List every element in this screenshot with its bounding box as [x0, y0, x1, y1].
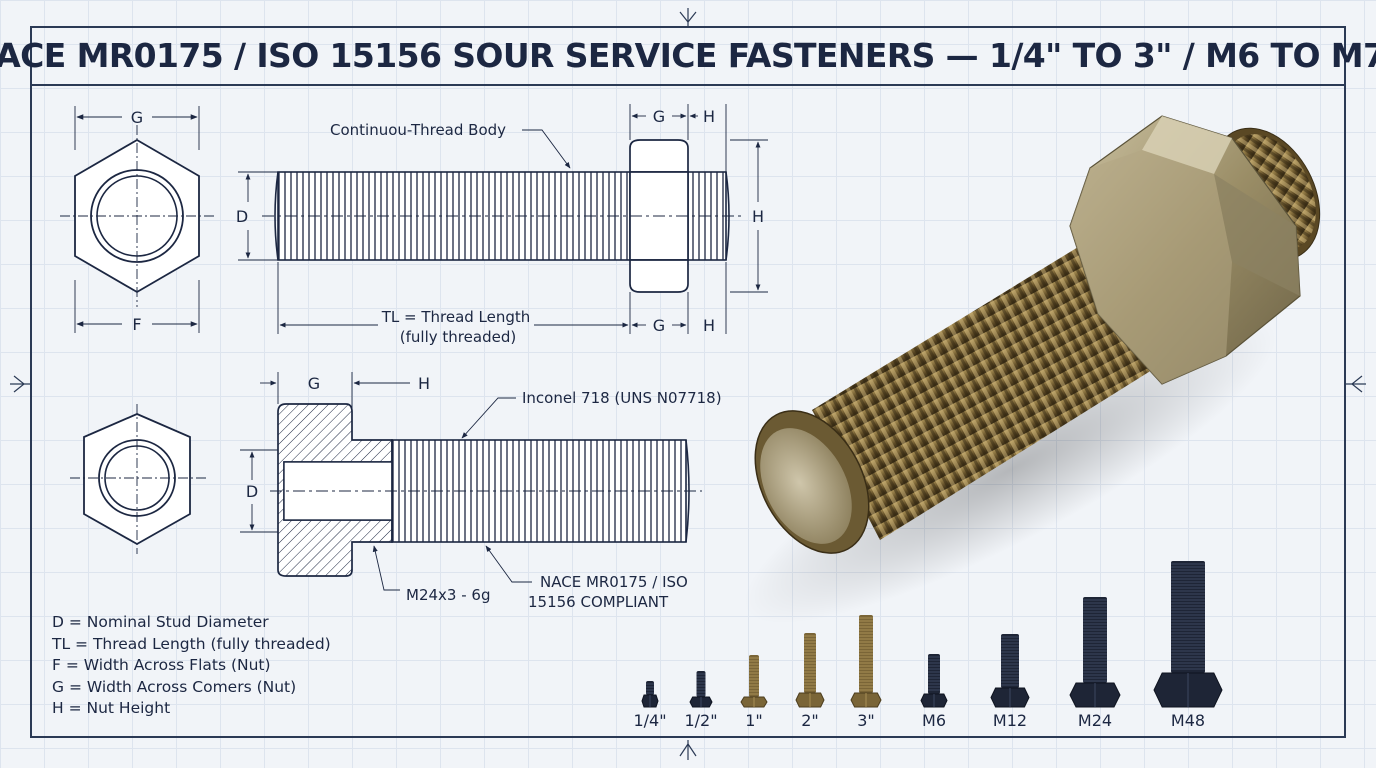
legend-item: TL = Thread Length (fully threaded): [52, 634, 331, 653]
dim-g-bottom-label: G: [653, 316, 665, 335]
title-block: NACE MR0175 / ISO 15156 SOUR SERVICE FAS…: [0, 26, 1376, 86]
size-label: M12: [992, 711, 1028, 730]
drawing-frame: [30, 26, 1346, 738]
dim-h-right-label: H: [752, 207, 764, 226]
size-fastener-4: [850, 615, 882, 708]
size-fastener-8: [1153, 561, 1223, 708]
fastener-shank: [1083, 597, 1107, 683]
size-label: M48: [1170, 711, 1206, 730]
section-dim-h-label: H: [418, 374, 430, 393]
callout-compliance-line2: 15156 COMPLIANT: [528, 593, 669, 611]
size-labels: 1/4" 1/2" 1" 2" 3" M6 M12 M24 M48: [0, 711, 1376, 737]
size-fastener-2: [740, 655, 768, 708]
legend-item: D = Nominal Stud Diameter: [52, 613, 269, 631]
page-title: NACE MR0175 / ISO 15156 SOUR SERVICE FAS…: [0, 35, 1376, 75]
callout-compliance-line1: NACE MR0175 / ISO: [540, 573, 688, 591]
rendered-stud-assembly: [743, 115, 1321, 624]
legend-item: F = Width Across Flats (Nut): [52, 656, 271, 674]
callout-material: Inconel 718 (UNS N07718): [522, 389, 722, 407]
size-label: 1/2": [684, 711, 718, 730]
size-label: 3": [857, 711, 875, 730]
size-label: 1": [745, 711, 763, 730]
size-label: 1/4": [633, 711, 667, 730]
hex-bolt-section-view: [240, 372, 702, 591]
legend-item: H = Nut Height: [52, 699, 171, 717]
size-label: M24: [1077, 711, 1113, 730]
callout-continuous-thread: Continuou-Thread Body: [330, 121, 506, 139]
size-range-lineup: [641, 561, 1223, 708]
hex-nut-front-view: [60, 106, 214, 333]
hex-head-front-view: [70, 404, 206, 554]
dim-h-bottom-label: H: [703, 316, 715, 335]
dim-f-label: F: [132, 315, 141, 334]
size-fastener-5: [920, 654, 948, 708]
size-label: M6: [922, 711, 946, 730]
tl-sublabel: (fully threaded): [400, 328, 516, 346]
dim-d-label: D: [236, 207, 248, 226]
tl-label: TL = Thread Length: [381, 308, 531, 326]
threaded-stud-side-view: [238, 104, 768, 334]
section-dim-g-label: G: [308, 374, 320, 393]
size-fastener-1: [689, 671, 713, 708]
section-dim-d-label: D: [246, 482, 258, 501]
size-fastener-3: [795, 633, 825, 708]
dim-h-nut-label: H: [703, 107, 715, 126]
size-fastener-0: [641, 681, 659, 708]
dim-g-label: G: [131, 108, 143, 127]
size-label: 2": [801, 711, 819, 730]
fastener-shank: [1171, 561, 1205, 673]
fastener-shank: [696, 671, 706, 697]
registration-marks: [10, 8, 1366, 760]
legend-item: G = Width Across Comers (Nut): [52, 677, 297, 696]
callout-thread-spec: M24x3 - 6g: [406, 586, 490, 604]
size-fastener-7: [1069, 597, 1121, 708]
legend: D = Nominal Stud Diameter TL = Thread Le…: [52, 612, 372, 720]
size-fastener-6: [990, 634, 1030, 708]
dim-g-nut-label: G: [653, 107, 665, 126]
